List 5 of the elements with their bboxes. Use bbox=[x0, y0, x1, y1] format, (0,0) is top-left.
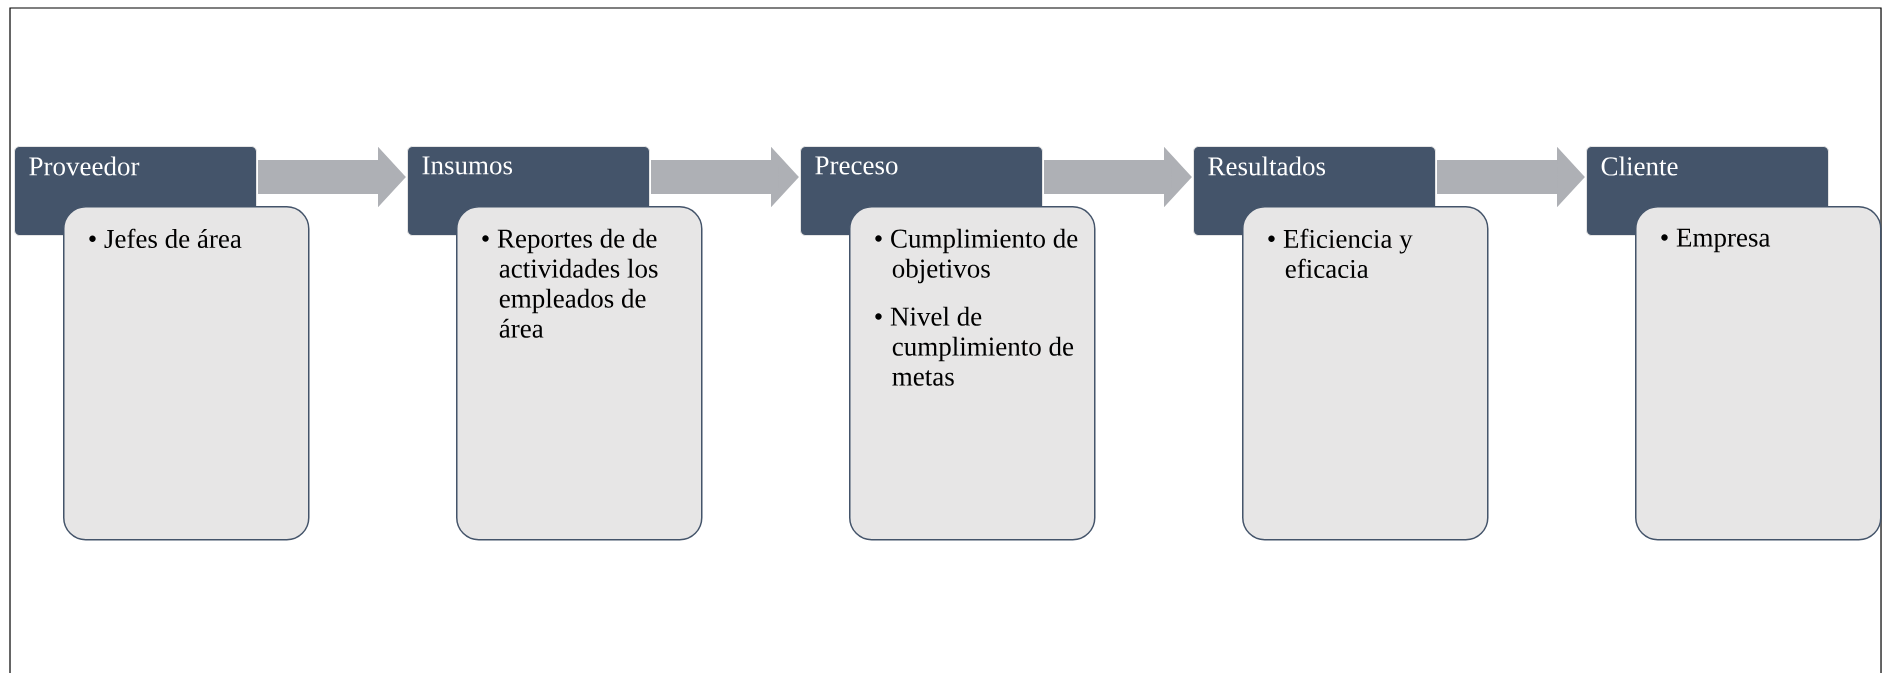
content-card: • Jefes de área bbox=[63, 206, 310, 541]
content-card: • Cumplimiento de objetivos • Nivel de cumplimiento de metas bbox=[849, 206, 1096, 541]
content-card: • Reportes de de actividades los empleados de área bbox=[456, 206, 703, 541]
content-card: • Eficiencia y eficacia bbox=[1242, 206, 1489, 541]
content-card: • Empresa bbox=[1635, 206, 1882, 541]
